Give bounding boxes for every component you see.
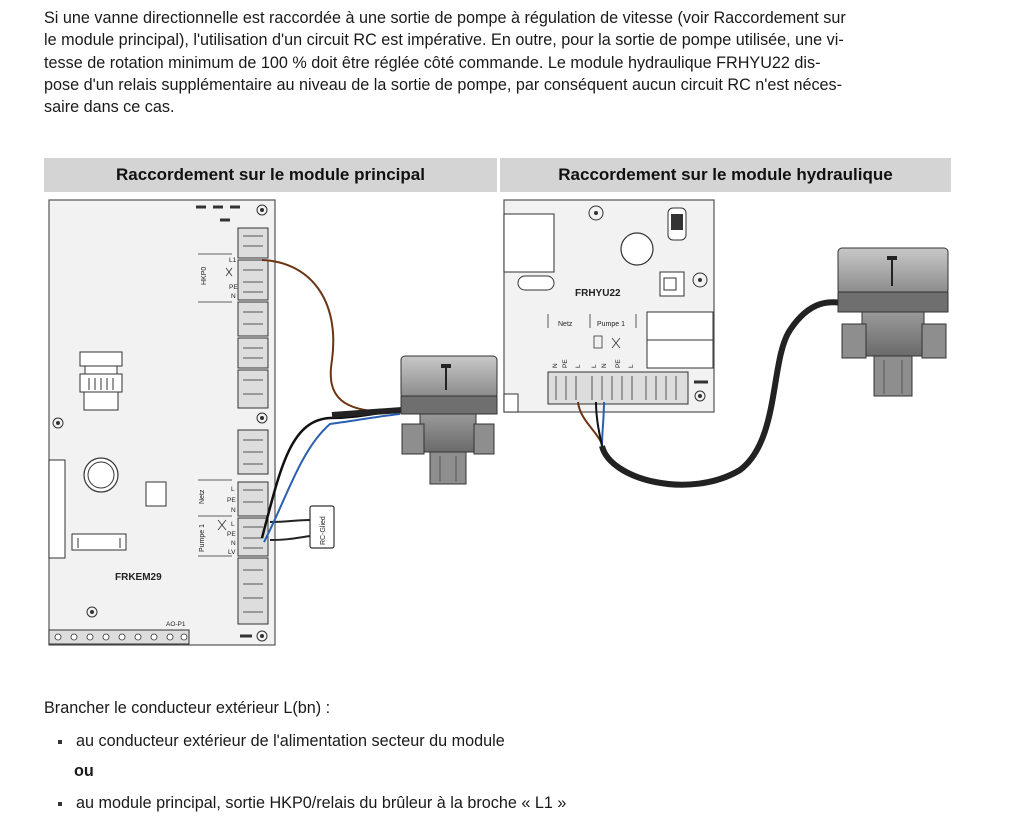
pumpe-label-left: Pumpe 1 [199, 524, 206, 552]
hydraulic-module-board: FRHYU22 Netz Pumpe 1 N PE L L N PE L [503, 199, 715, 413]
r-netz-pin-pe: PE [562, 359, 569, 368]
hkp0-pin-n: N [231, 293, 236, 300]
header-main-module: Raccordement sur le module principal [44, 158, 497, 192]
hkp0-pin-l1: L1 [229, 257, 237, 264]
list-item: au conducteur extérieur de l'alimentatio… [58, 732, 505, 751]
r-netz-pin-l: L [575, 364, 582, 368]
intro-line: tesse de rotation minimum de 100 % doit … [44, 53, 821, 72]
r-pumpe-pin-l: L [591, 364, 598, 368]
intro-line: saire dans ce cas. [44, 98, 175, 117]
bullet-marker [58, 739, 62, 744]
pumpe-pin-lv: LV [228, 549, 236, 556]
pumpe-label-right: Pumpe 1 [597, 321, 625, 328]
header-hydraulic-module: Raccordement sur le module hydraulique [500, 158, 951, 192]
list-item-text: au module principal, sortie HKP0/relais … [76, 794, 567, 812]
ao-p1-label: AO-P1 [166, 621, 186, 628]
r-pumpe-pin-l2: L [628, 364, 635, 368]
netz-label-left: Netz [199, 489, 206, 504]
pumpe-pin-n: N [231, 540, 236, 547]
main-module-board: HKP0 L1 PE N Netz L PE N Pumpe 1 L PE N … [48, 199, 276, 646]
board-name-left: FRKEM29 [115, 572, 162, 583]
wires-left [260, 259, 403, 543]
intro-line: pose d'un relais supplémentaire au nivea… [44, 75, 843, 94]
valve-actuator-left [400, 355, 498, 485]
pumpe-pin-l: L [231, 521, 235, 528]
rc-element: RC-Glied [269, 505, 335, 549]
netz-label-right: Netz [558, 321, 573, 328]
bullet-marker [58, 801, 62, 806]
r-netz-pin-n: N [552, 363, 559, 368]
pumpe-pin-pe: PE [227, 531, 236, 538]
or-word: ou [74, 762, 94, 780]
rc-label: RC-Glied [320, 516, 327, 545]
netz-pin-n: N [231, 507, 236, 514]
hkp0-label: HKP0 [201, 267, 208, 285]
outro-text: Brancher le conducteur extérieur L(bn) : [44, 699, 331, 717]
hkp0-pin-pe: PE [229, 284, 238, 291]
netz-pin-pe: PE [227, 497, 236, 504]
intro-line: Si une vanne directionnelle est raccordé… [44, 9, 846, 27]
list-item: au module principal, sortie HKP0/relais … [58, 794, 566, 813]
list-item-text: au conducteur extérieur de l'alimentatio… [76, 732, 505, 750]
intro-paragraph: Si une vanne directionnelle est raccordé… [44, 7, 974, 118]
wires-right [577, 299, 849, 488]
valve-actuator-right [837, 247, 949, 397]
netz-pin-l: L [231, 486, 235, 493]
intro-line: le module principal), l'utilisation d'un… [44, 31, 844, 50]
board-name-right: FRHYU22 [575, 288, 621, 299]
r-pumpe-pin-pe: PE [615, 359, 622, 368]
r-pumpe-pin-n: N [601, 363, 608, 368]
